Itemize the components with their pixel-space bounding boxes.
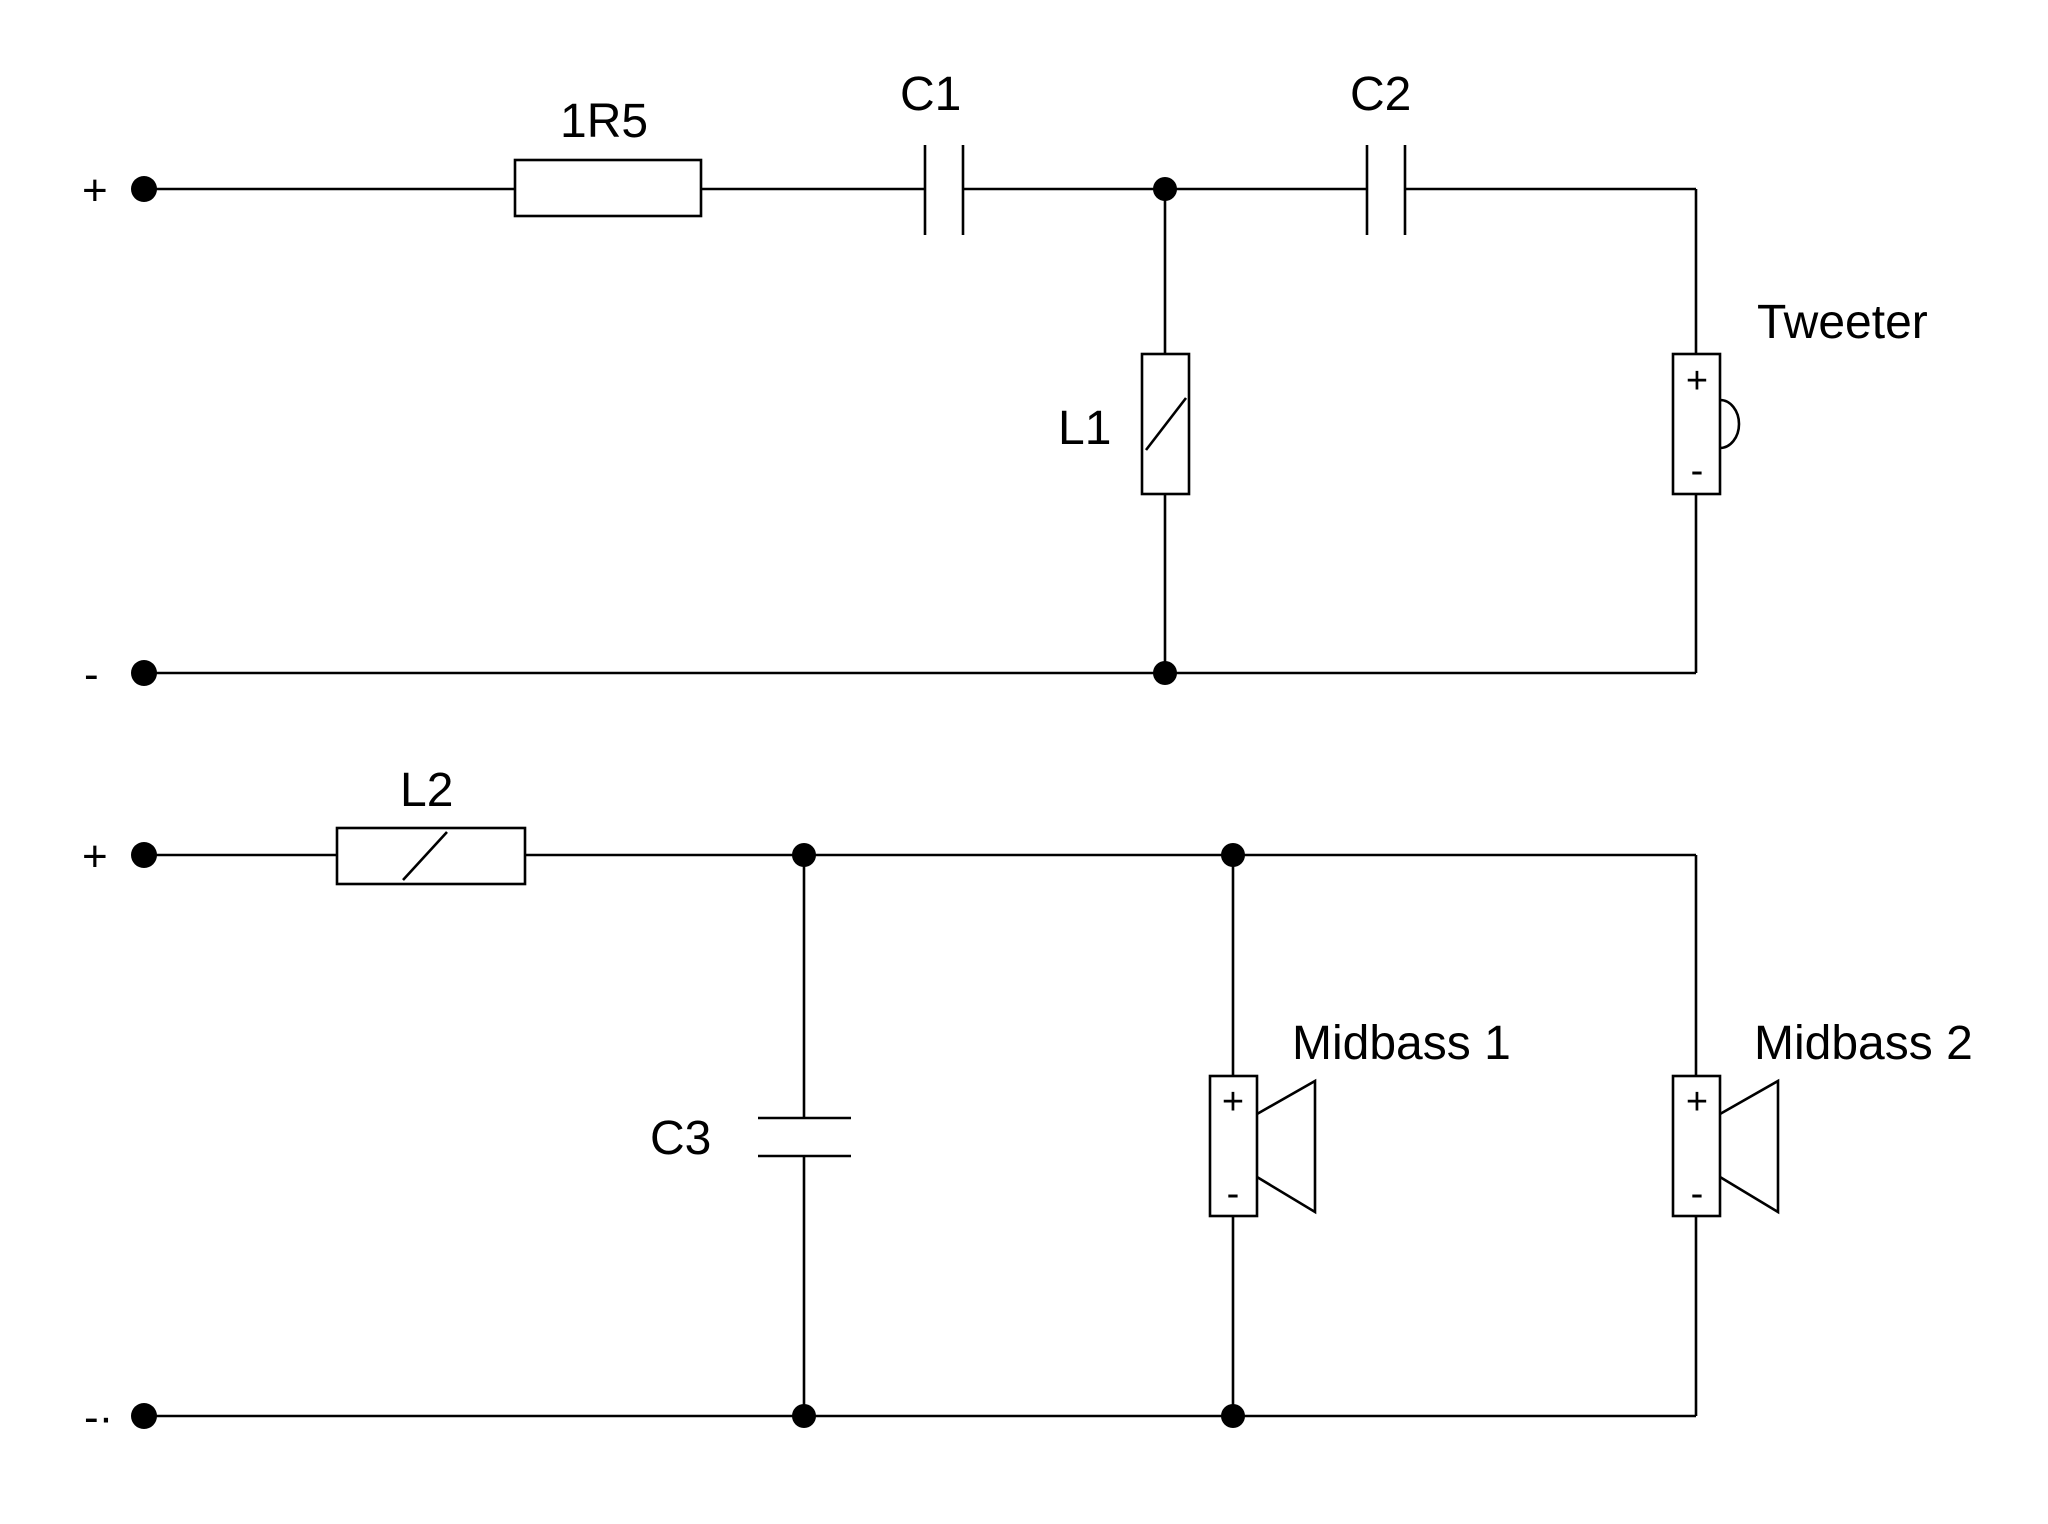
- capacitor-c1: [923, 145, 965, 235]
- midbass-plus-label: +: [82, 832, 108, 881]
- resistor-1r5-label: 1R5: [560, 95, 648, 148]
- midbass1-speaker: [1208, 1074, 1317, 1218]
- midbass-minus-terminal: [131, 1403, 157, 1429]
- midbass2-minus-sign: -: [1691, 1173, 1704, 1215]
- junction-midbass1-bottom: [1221, 1404, 1245, 1428]
- tweeter-wires: [144, 187, 1698, 675]
- capacitor-c2-label: C2: [1350, 68, 1411, 121]
- tweeter-plus-terminal: [131, 176, 157, 202]
- tweeter-plus-label: +: [82, 166, 108, 215]
- tweeter-minus-sign: -: [1691, 450, 1704, 492]
- capacitor-c3-label: C3: [650, 1112, 711, 1165]
- capacitor-c2: [1365, 145, 1407, 235]
- tweeter-minus-label: -: [84, 650, 99, 699]
- midbass2-speaker: [1671, 1074, 1780, 1218]
- junction-midbass1-top: [1221, 843, 1245, 867]
- inductor-l1-label: L1: [1058, 402, 1111, 455]
- tweeter-circuit: + - 1R5 C1 C2 L1: [82, 68, 1928, 699]
- inductor-l2-label: L2: [400, 764, 453, 817]
- midbass-circuit: + -· L2 C3 + - Midbass 1 +: [82, 764, 1973, 1442]
- tweeter-minus-terminal: [131, 660, 157, 686]
- midbass1-minus-sign: -: [1227, 1173, 1240, 1215]
- midbass-minus-label: -·: [84, 1393, 113, 1442]
- capacitor-c3: [758, 1116, 851, 1158]
- inductor-l2: [335, 826, 527, 886]
- junction-c1-c2: [1153, 177, 1177, 201]
- midbass1-plus-sign: +: [1222, 1081, 1244, 1123]
- junction-c3-top: [792, 843, 816, 867]
- midbass2-label: Midbass 2: [1754, 1017, 1973, 1070]
- junction-l1-ground: [1153, 661, 1177, 685]
- tweeter-label: Tweeter: [1757, 296, 1928, 349]
- midbass-plus-terminal: [131, 842, 157, 868]
- midbass1-label: Midbass 1: [1292, 1017, 1511, 1070]
- resistor-1r5: [513, 158, 703, 218]
- midbass2-plus-sign: +: [1686, 1081, 1708, 1123]
- tweeter-speaker: [1671, 352, 1741, 496]
- junction-c3-bottom: [792, 1404, 816, 1428]
- tweeter-plus-sign: +: [1686, 360, 1708, 402]
- capacitor-c1-label: C1: [900, 68, 961, 121]
- midbass-wires: [144, 853, 1698, 1418]
- inductor-l1: [1140, 352, 1191, 496]
